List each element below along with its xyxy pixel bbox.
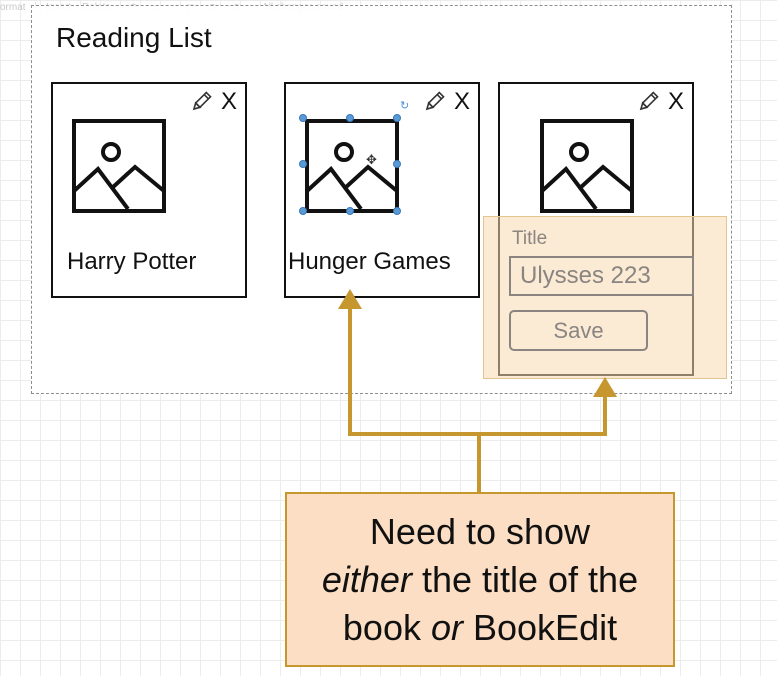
save-button[interactable]: Save	[509, 310, 648, 351]
rotate-icon[interactable]: ↻	[400, 100, 410, 112]
book-card-hunger-games[interactable]: X Hunger Games	[284, 82, 480, 298]
move-cursor-icon: ✥	[366, 152, 377, 167]
selection-handle[interactable]	[346, 207, 354, 215]
selection-handle[interactable]	[299, 114, 307, 122]
arrow-to-book-edit	[479, 393, 607, 436]
selection-handle[interactable]	[393, 160, 401, 168]
callout-line-3-pre: book	[342, 607, 431, 648]
toolbar-format-menu[interactable]: ormat	[0, 2, 26, 13]
title-input[interactable]	[509, 256, 694, 296]
selection-handle[interactable]	[393, 114, 401, 122]
selection-handle[interactable]	[346, 114, 354, 122]
book-title: Hunger Games	[288, 248, 451, 275]
delete-button[interactable]: X	[453, 88, 470, 115]
callout-line-2: either the title of the	[285, 556, 675, 604]
book-title: Harry Potter	[67, 248, 197, 275]
callout-box	[285, 492, 675, 667]
selection-handle[interactable]	[299, 207, 307, 215]
book-card-harry-potter[interactable]: X Harry Potter	[51, 82, 247, 298]
image-placeholder-icon	[305, 119, 399, 213]
callout-emphasis-either: either	[321, 559, 412, 600]
pencil-icon[interactable]	[637, 91, 659, 113]
title-field-label: Title	[512, 228, 548, 249]
selection-handle[interactable]	[393, 207, 401, 215]
pencil-icon[interactable]	[190, 91, 212, 113]
delete-button[interactable]: X	[220, 88, 237, 115]
pencil-icon[interactable]	[423, 91, 445, 113]
callout-line-2-rest: the title of the	[411, 559, 639, 600]
reading-list-title: Reading List	[56, 22, 212, 53]
callout-line-3-post: BookEdit	[463, 607, 618, 648]
image-placeholder-icon	[540, 119, 634, 213]
callout-emphasis-or: or	[430, 607, 463, 648]
image-placeholder-icon	[72, 119, 166, 213]
selection-handle[interactable]	[299, 160, 307, 168]
callout-text: Need to show either the title of the boo…	[285, 508, 675, 652]
delete-button[interactable]: X	[667, 88, 684, 115]
callout-line-1: Need to show	[369, 511, 591, 552]
callout-line-3: book or BookEdit	[285, 604, 675, 652]
